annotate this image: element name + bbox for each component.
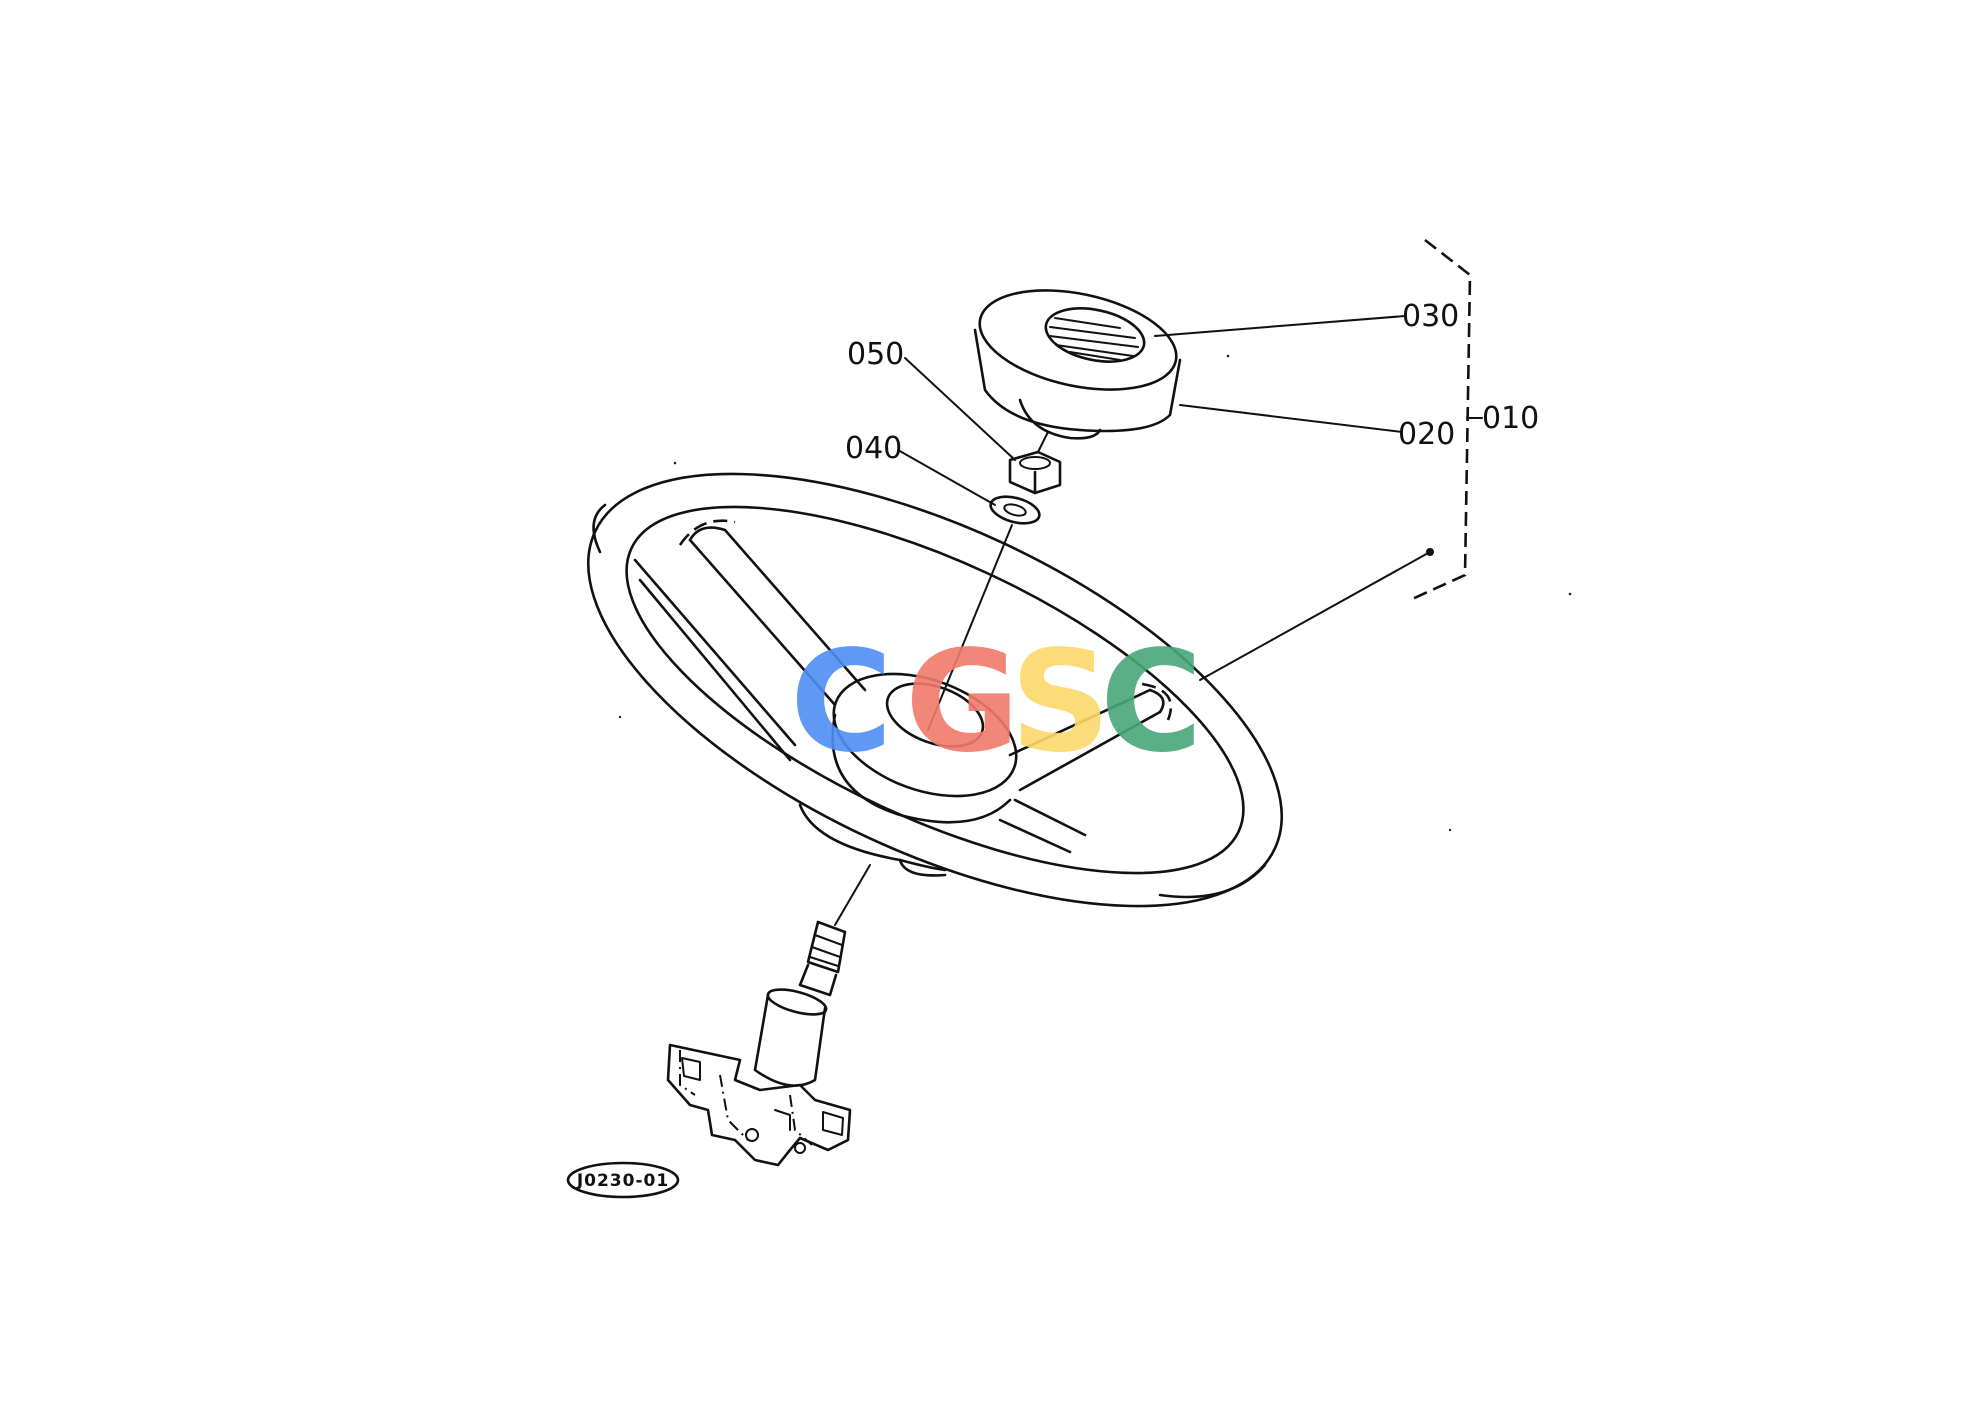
callout-010: 010 (1482, 401, 1539, 436)
steering-column (666, 920, 852, 1167)
reference-code-badge: J0230-01 (566, 1161, 680, 1199)
scan-specks (618, 354, 1572, 832)
callout-leaders (897, 238, 1483, 602)
callout-050: 050 (847, 337, 904, 372)
horn-cap (973, 289, 1182, 440)
hex-nut (1008, 450, 1062, 495)
watermark-letter-2: G (905, 621, 1020, 784)
watermark-logo: C G S C (790, 621, 1203, 784)
horn-button-grille (1049, 317, 1139, 361)
reference-code: J0230-01 (576, 1171, 669, 1191)
callout-030: 030 (1402, 299, 1459, 334)
washer (989, 495, 1041, 525)
watermark-letter-4: C (1100, 621, 1203, 784)
steering-wheel (587, 472, 1283, 908)
callout-020: 020 (1398, 417, 1455, 452)
watermark-letter-3: S (1010, 621, 1111, 784)
watermark-letter-1: C (790, 621, 893, 784)
assembly-axis-lines (834, 431, 1434, 926)
callout-040: 040 (845, 431, 902, 466)
